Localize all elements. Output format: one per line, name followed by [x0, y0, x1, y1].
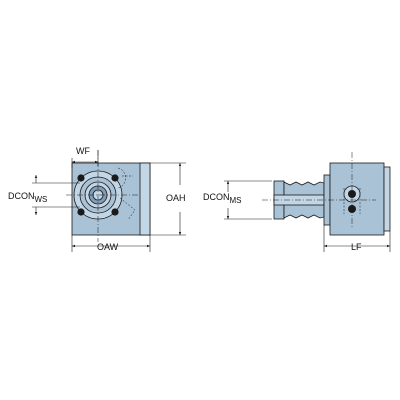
bolt-hole-bottom-right — [111, 208, 119, 216]
front-view — [66, 150, 151, 242]
bolt-hole-bottom-left — [77, 208, 85, 216]
lf-label: LF — [351, 242, 362, 252]
wf-dimension: WF — [71, 146, 99, 168]
front-view-side-band — [139, 162, 151, 236]
dconms-label: DCONMS — [203, 192, 242, 205]
bolt-hole-top-left — [77, 174, 85, 182]
dconws-dimension: DCONWS — [8, 175, 80, 215]
dconms-dimension: DCONMS — [203, 180, 272, 220]
oah-dimension: OAH — [150, 162, 186, 236]
bolt-hole-top-right — [111, 174, 119, 182]
oah-label: OAH — [166, 193, 186, 203]
side-view — [262, 152, 391, 236]
oaw-dimension: OAW — [71, 235, 151, 252]
side-hidden-lines — [343, 188, 361, 214]
wf-label: WF — [76, 146, 90, 156]
side-view-face — [383, 166, 391, 232]
lf-dimension: LF — [323, 225, 391, 252]
hidden-channel-lower — [119, 197, 136, 221]
dconws-label: DCONWS — [8, 191, 47, 204]
oaw-label: OAW — [97, 242, 119, 252]
hidden-channel-upper — [117, 167, 126, 189]
